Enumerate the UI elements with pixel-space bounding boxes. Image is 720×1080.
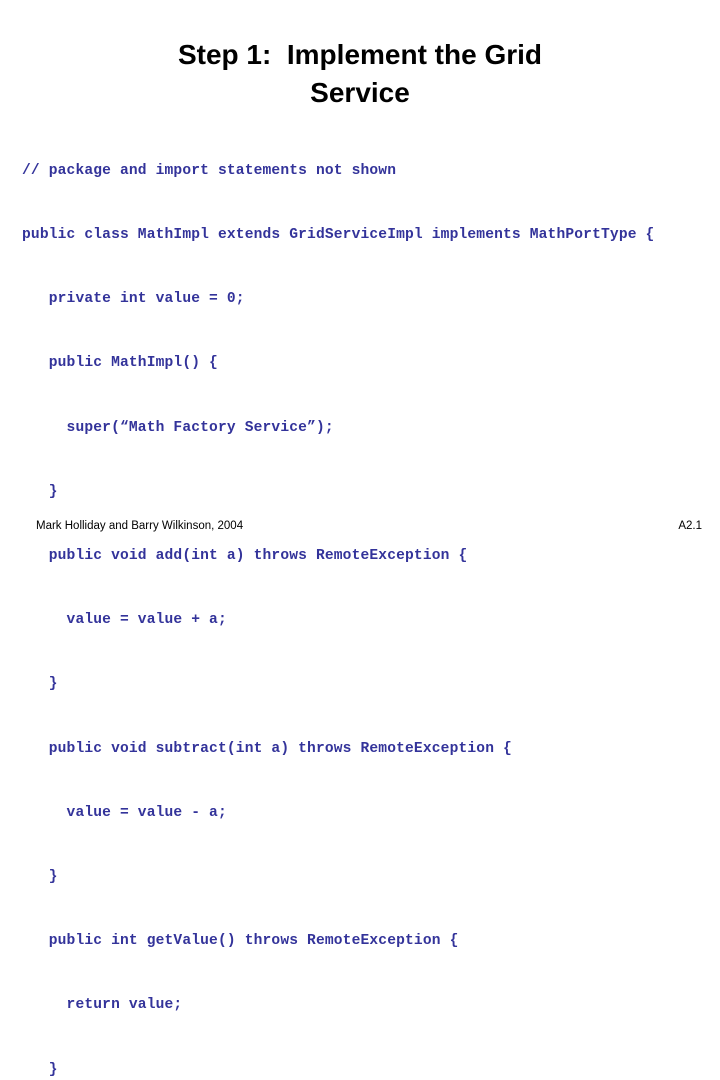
code-line: public void add(int a) throws RemoteExce… (22, 548, 468, 565)
code-line: } (22, 483, 58, 500)
code-block: // package and import statements not sho… (22, 118, 720, 1080)
code-line: public class MathImpl extends GridServic… (22, 227, 655, 244)
footer-page-number: A2.1 (678, 520, 702, 532)
code-line: // package and import statements not sho… (22, 162, 397, 179)
slide-canvas: { "slide": { "title": "Step 1: Implement… (22, 39, 702, 1078)
code-line: public int getValue() throws RemoteExcep… (22, 933, 459, 950)
footer-author-credit: Mark Holliday and Barry Wilkinson, 2004 (36, 520, 244, 532)
code-line: super(“Math Factory Service”); (22, 419, 334, 436)
code-line: public void subtract(int a) throws Remot… (22, 740, 512, 757)
code-line: } (22, 1061, 58, 1078)
code-line: private int value = 0; (22, 291, 245, 308)
code-line: public MathImpl() { (22, 355, 218, 372)
code-line: value = value - a; (22, 804, 227, 821)
code-line: } (22, 676, 58, 693)
page-title: Step 1: Implement the Grid Service (177, 39, 543, 108)
code-line: value = value + a; (22, 612, 227, 629)
code-line: } (22, 869, 58, 886)
code-line: return value; (22, 997, 183, 1014)
